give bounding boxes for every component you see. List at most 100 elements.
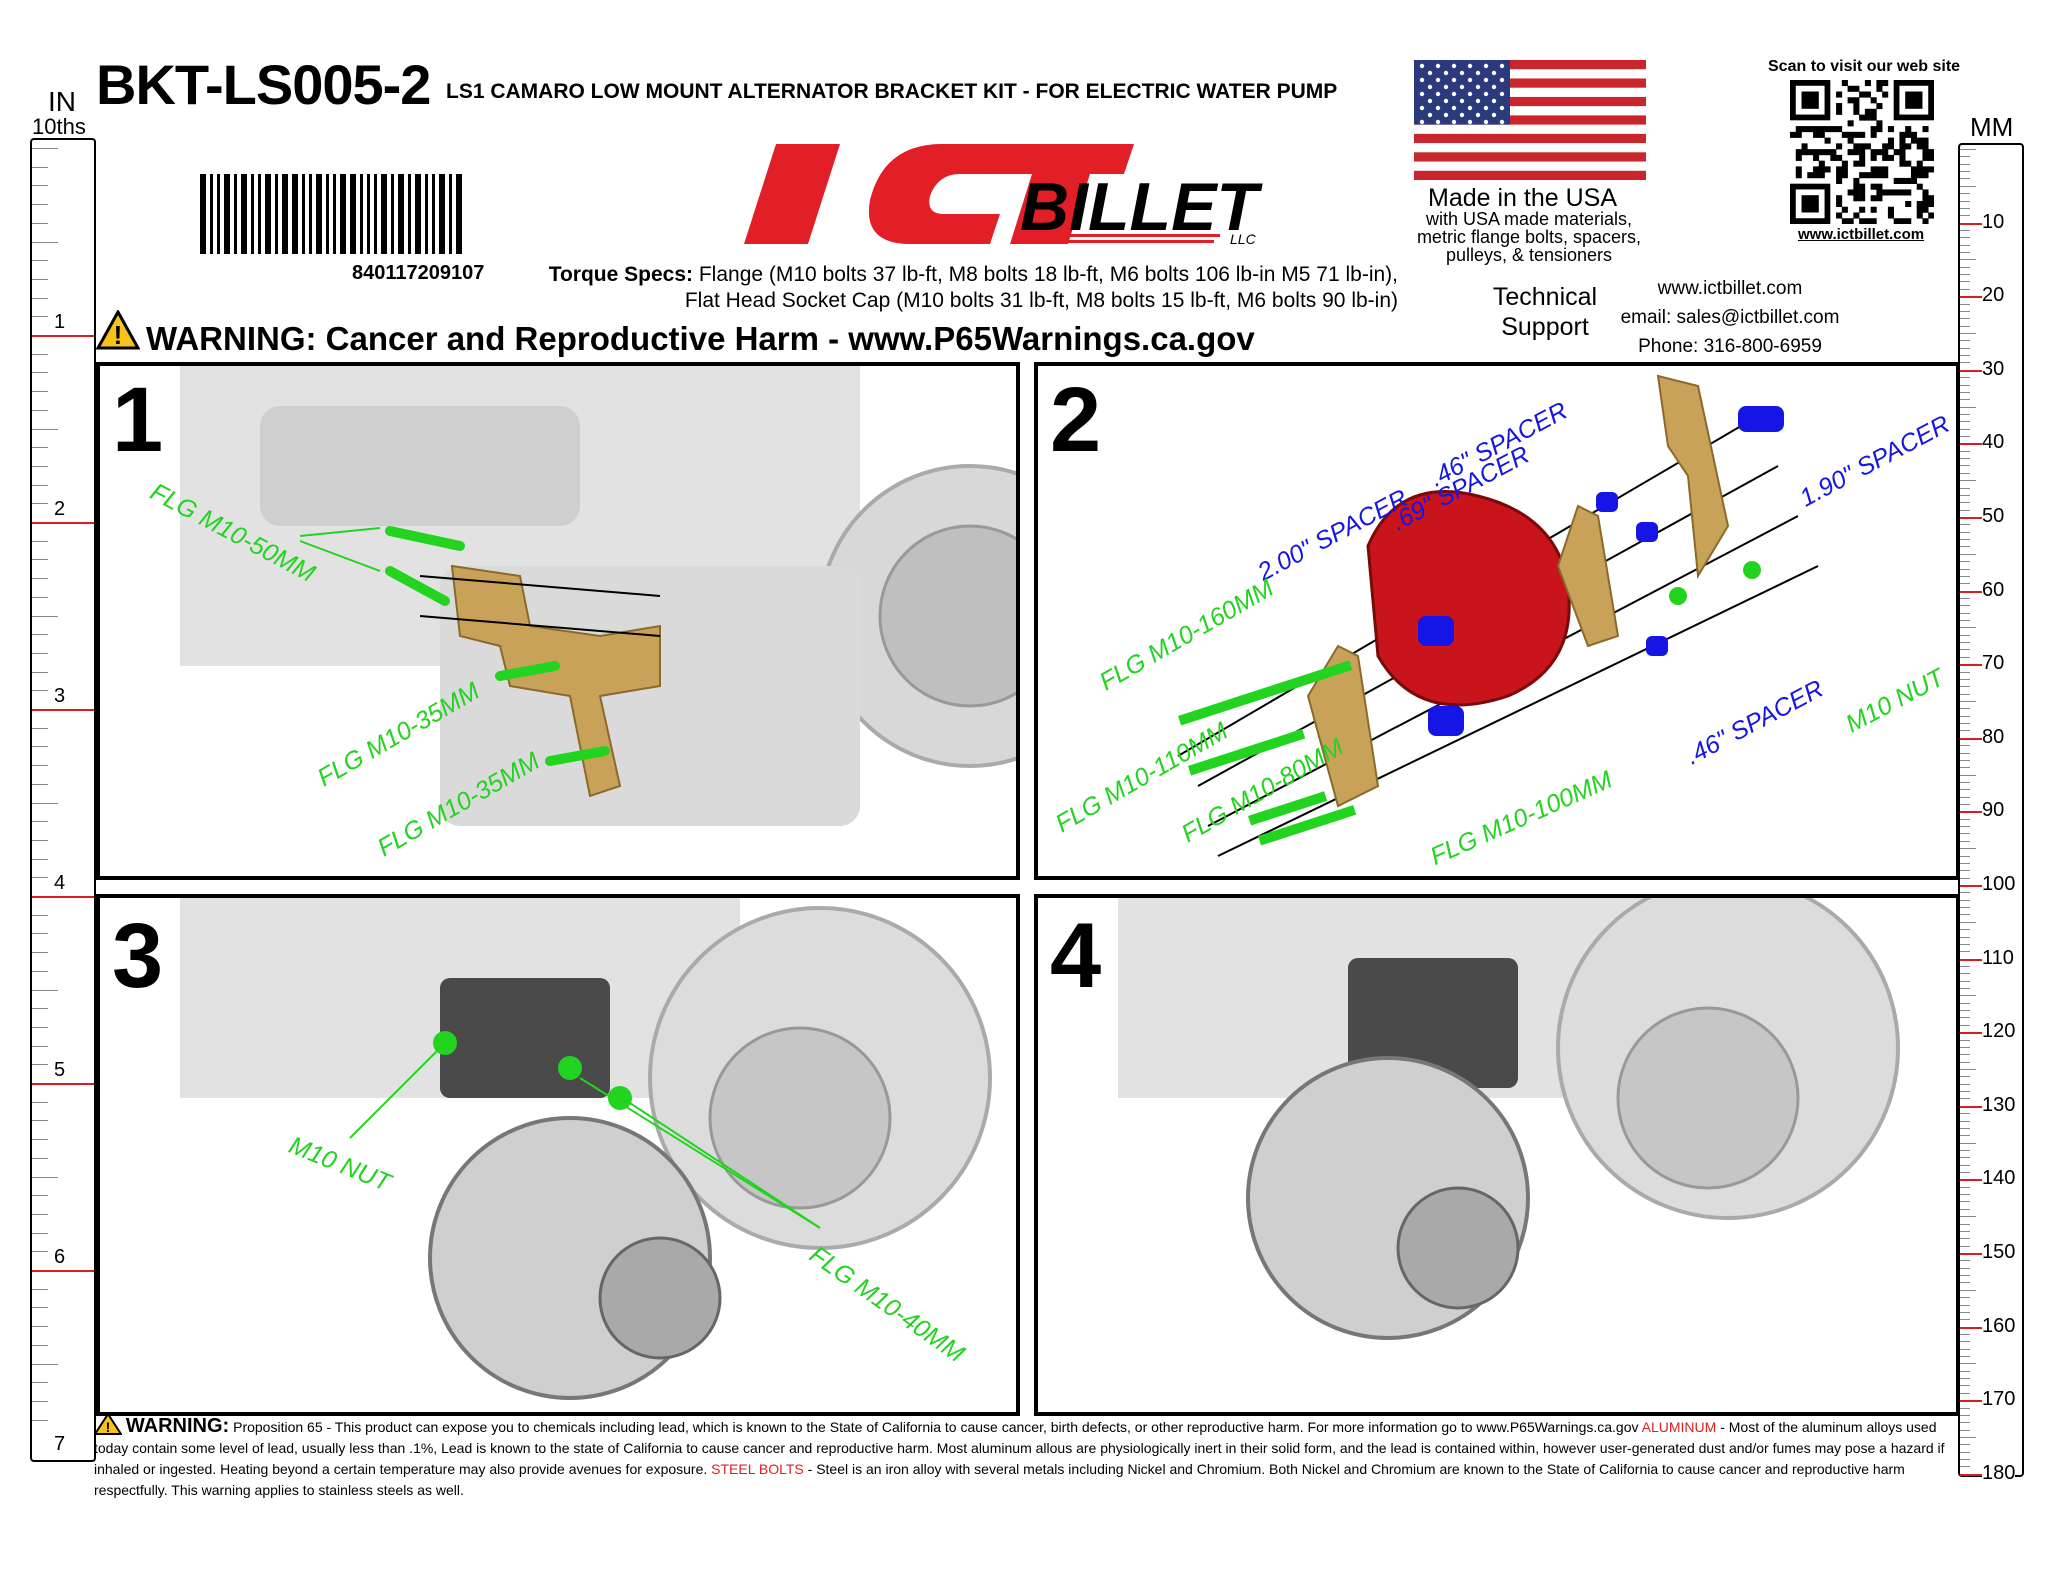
ruler-tick <box>32 260 48 262</box>
ruler-tick <box>1960 1407 1970 1409</box>
ruler-tick <box>32 372 48 374</box>
ruler-number: 20 <box>1982 284 2005 308</box>
ruler-tick <box>1960 1289 1976 1291</box>
qr-code[interactable] <box>1790 80 1935 225</box>
ruler-tick <box>1960 1238 1970 1240</box>
ruler-number: 130 <box>1982 1093 2016 1117</box>
qr-url[interactable]: www.ictbillet.com <box>1798 226 1925 243</box>
ruler-tick <box>1960 1039 1970 1041</box>
ruler-tick <box>1960 693 1970 695</box>
ruler-tick <box>1960 318 1970 320</box>
ruler-tick <box>1960 730 1970 732</box>
ruler-tick <box>1960 1459 1970 1461</box>
ruler-tick <box>1960 399 1970 401</box>
ruler-tick <box>1960 178 1970 180</box>
ruler-tick <box>1960 840 1970 842</box>
ruler-tick <box>1960 281 1970 283</box>
ruler-tick <box>1960 362 1970 364</box>
ruler-tick <box>1960 487 1970 489</box>
ruler-number: 30 <box>1982 357 2005 381</box>
ruler-tick <box>1960 745 1970 747</box>
ruler-tick <box>1960 914 1970 916</box>
ruler-tick <box>1960 465 1970 467</box>
ict-billet-logo: BILLET LLC <box>730 140 1330 250</box>
support-web[interactable]: www.ictbillet.com <box>1657 278 1803 299</box>
ruler-tick <box>1960 384 1970 386</box>
support-phone[interactable]: Phone: 316-800-6959 <box>1638 336 1822 357</box>
ruler-tick <box>1960 907 1970 909</box>
ruler-tick <box>1960 1267 1970 1269</box>
support-email[interactable]: email: sales@ictbillet.com <box>1620 307 1840 328</box>
torque-line1: Flange (M10 bolts 37 lb-ft, M8 bolts 18 … <box>698 263 1398 286</box>
svg-text:!: ! <box>106 1419 111 1435</box>
ruler-tick <box>1960 1378 1970 1380</box>
ruler-number: 4 <box>54 872 66 895</box>
ruler-tick <box>32 540 48 542</box>
ruler-tick <box>1960 1113 1970 1115</box>
barcode-number: 840117209107 <box>352 262 485 284</box>
ruler-tick <box>1960 1172 1970 1174</box>
ruler-tick <box>1960 951 1970 953</box>
ruler-tick <box>1960 413 1970 415</box>
barcode-bar <box>415 174 421 254</box>
ruler-tick <box>32 1008 48 1010</box>
ruler-tick <box>32 148 58 149</box>
ruler-tick <box>1960 568 1970 570</box>
ruler-tick <box>32 1176 58 1178</box>
ruler-tick <box>1960 1223 1970 1225</box>
support-title-line1: Technical <box>1492 283 1598 311</box>
ruler-tick <box>1960 406 1976 408</box>
barcode-bar <box>217 174 220 254</box>
ruler-tick <box>32 914 48 916</box>
ruler-tick <box>1960 664 1982 667</box>
ruler-tick <box>1960 1142 1976 1144</box>
ruler-tick <box>32 1419 48 1421</box>
ruler-tick <box>1960 583 1970 585</box>
final-assembly-illustration <box>1118 898 1900 1340</box>
ruler-tick <box>1960 1002 1970 1004</box>
ruler-tick <box>32 503 48 505</box>
ruler-tick <box>1960 1216 1976 1218</box>
ruler-tick <box>1960 193 1970 195</box>
ruler-tick <box>32 447 48 449</box>
ruler-number: 60 <box>1982 578 2005 602</box>
barcode-bar <box>449 174 452 254</box>
ruler-number: 2 <box>54 498 66 521</box>
ruler-tick <box>32 297 48 299</box>
ruler-tick <box>32 465 48 467</box>
ruler-tick <box>32 1064 48 1066</box>
usa-line1: with USA made materials, <box>1425 209 1633 229</box>
ruler-tick <box>1960 789 1970 791</box>
barcode-bar <box>224 174 230 254</box>
ruler-tick <box>32 709 94 711</box>
prop65-footer: ! WARNING: Proposition 65 - This product… <box>93 1412 1964 1501</box>
ruler-tick <box>1960 1032 1982 1035</box>
ruler-tick <box>1960 965 1970 967</box>
ruler-tick <box>1960 936 1970 938</box>
ruler-tick <box>1960 855 1970 857</box>
ruler-tick <box>32 1363 58 1365</box>
ruler-tick <box>1960 436 1970 438</box>
ruler-tick <box>1960 958 1982 961</box>
ruler-tick <box>32 858 48 860</box>
ruler-tick <box>1960 671 1970 673</box>
ruler-tick <box>1960 1083 1970 1085</box>
ruler-tick <box>1960 303 1970 305</box>
ruler-tick <box>1960 1363 1976 1365</box>
ruler-number: 70 <box>1982 652 2005 676</box>
step-number: 3 <box>112 905 164 1007</box>
ruler-number: 5 <box>54 1059 66 1082</box>
ruler-tick <box>1960 980 1970 982</box>
barcode-bar <box>408 174 411 254</box>
ruler-tick <box>1960 288 1970 290</box>
barcode-bar <box>340 174 346 254</box>
ruler-tick <box>32 783 48 785</box>
barcode-bar <box>350 174 356 254</box>
ruler-tick <box>1960 1076 1970 1078</box>
ruler-tick <box>32 690 48 692</box>
ruler-tick <box>1960 1333 1970 1335</box>
ruler-tick <box>1960 1422 1970 1424</box>
ruler-tick <box>1960 509 1970 511</box>
barcode-bar <box>316 174 322 254</box>
ruler-tick <box>1960 237 1970 239</box>
